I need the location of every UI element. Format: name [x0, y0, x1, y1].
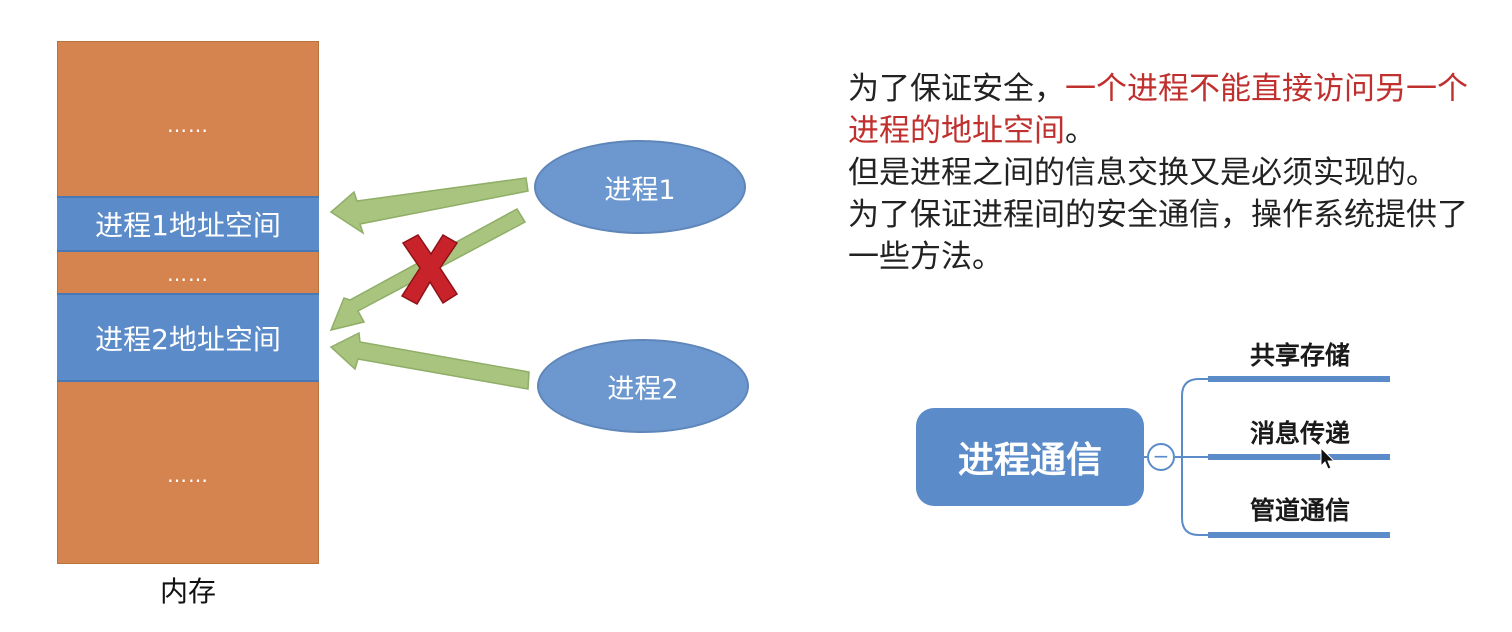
memory-middle-ellipsis: …… — [167, 262, 209, 286]
memory-top-ellipsis: …… — [167, 113, 209, 137]
branch-shared-storage[interactable]: 共享存储 — [1249, 341, 1350, 370]
branch-underline-3 — [1208, 532, 1390, 538]
explanation-text: 为了保证安全，一个进程不能直接访问另一个进程的地址空间。 但是进程之间的信息交换… — [848, 68, 1488, 278]
process1-ellipse: 进程1 — [534, 140, 746, 234]
arrow-process2-to-space2 — [329, 331, 530, 390]
memory-caption: 内存 — [159, 575, 216, 608]
explanation-line1-emphasis: 一个进程不能直接访问另一个进程的地址空间 — [848, 71, 1468, 149]
explanation-line1: 为了保证安全，一个进程不能直接访问另一个进程的地址空间。 — [848, 68, 1488, 152]
memory-bottom-ellipsis: …… — [167, 463, 209, 487]
process2-address-space: 进程2地址空间 — [57, 293, 319, 382]
branch-underline-1 — [1208, 376, 1390, 382]
explanation-line2: 但是进程之间的信息交换又是必须实现的。 — [848, 155, 1437, 191]
branch-underline-2 — [1208, 454, 1390, 460]
mindmap-hub[interactable]: 进程通信 — [916, 408, 1144, 506]
explanation-line3: 为了保证进程间的安全通信，操作系统提供了一些方法。 — [848, 197, 1468, 275]
collapse-toggle-icon[interactable]: − — [1147, 443, 1175, 471]
process2-ellipse: 进程2 — [537, 339, 749, 433]
explanation-line1-end: 。 — [1065, 113, 1096, 149]
arrow-process1-to-space1 — [329, 177, 529, 235]
process1-address-space: 进程1地址空间 — [57, 196, 319, 252]
branch-pipe-communication[interactable]: 管道通信 — [1249, 496, 1350, 525]
explanation-line1-normal: 为了保证安全， — [848, 71, 1065, 107]
mouse-cursor-icon — [1320, 447, 1336, 470]
branch-message-passing[interactable]: 消息传递 — [1249, 419, 1350, 448]
forbidden-cross-icon — [400, 233, 459, 305]
